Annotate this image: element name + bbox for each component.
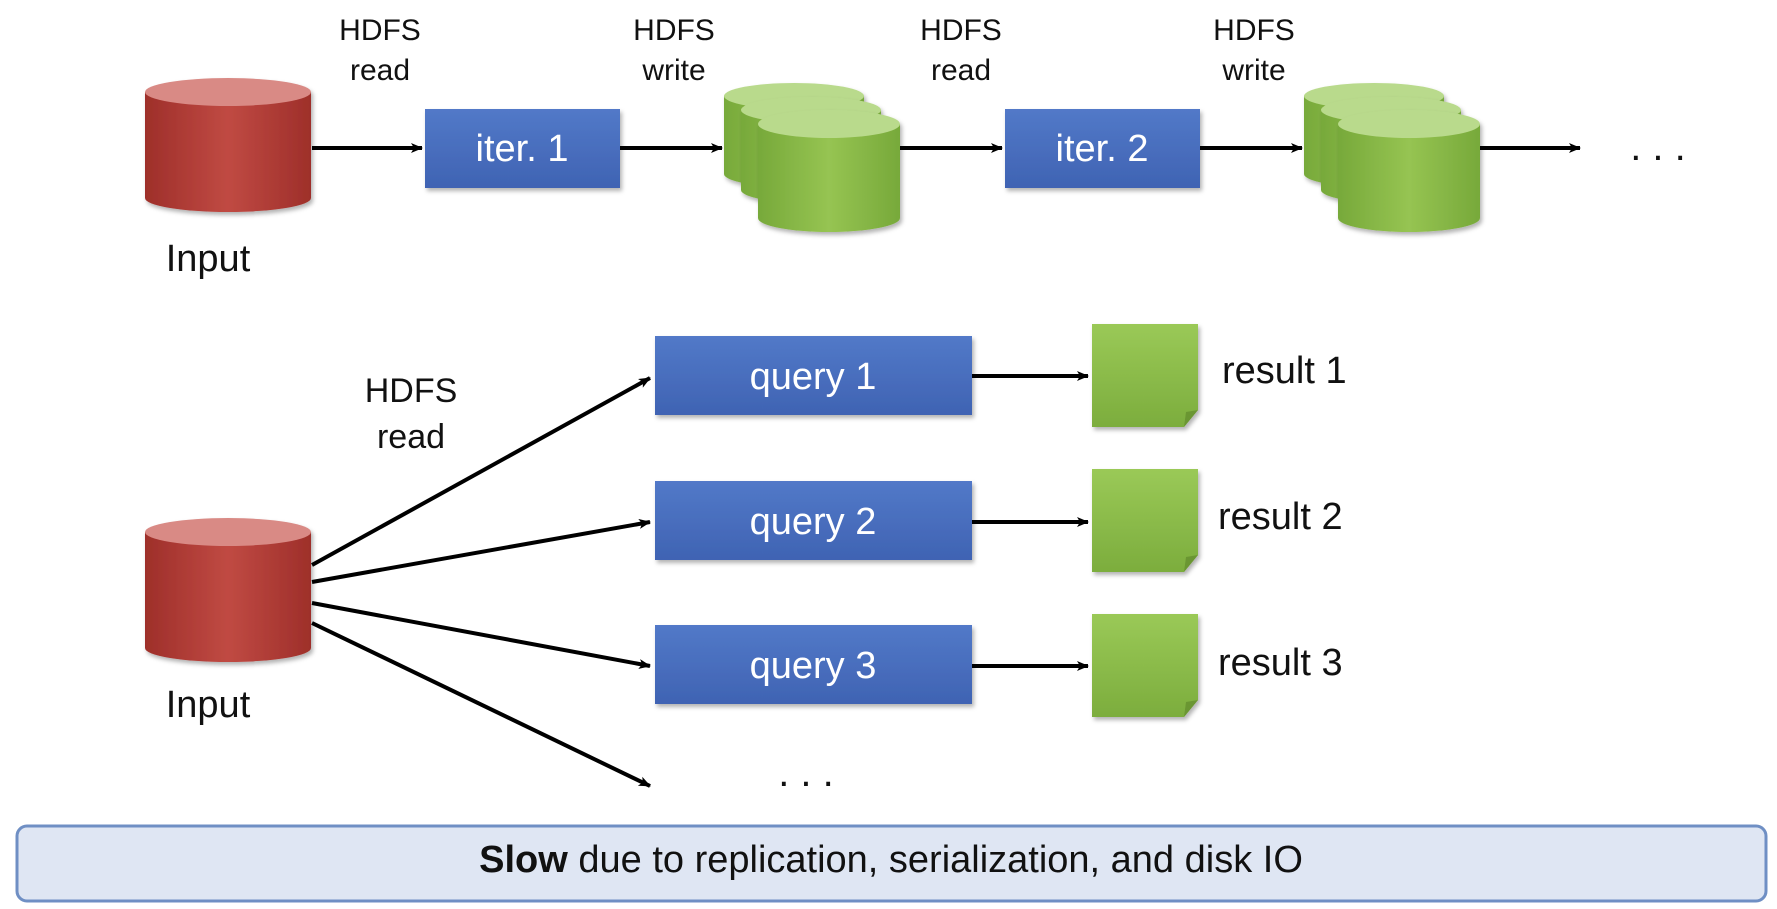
result-2-note-icon [1092, 469, 1198, 572]
query-1-label: query 1 [750, 356, 877, 398]
arrow-input-to-query3 [311, 601, 651, 669]
hdfs-write-label-1b: write [641, 54, 705, 87]
input-label-top: Input [166, 238, 251, 280]
query-3-box [655, 625, 972, 704]
query-3-label: query 3 [750, 645, 877, 687]
arrow-input-to-query2 [311, 518, 651, 584]
result-3-note-icon [1092, 614, 1198, 717]
query-2-label: query 2 [750, 501, 877, 543]
hdfs-read-label-1: HDFS [339, 14, 421, 47]
hdfs-read-label-2: HDFS [920, 14, 1002, 47]
hdfs-read-label-bottom: HDFS [365, 372, 458, 410]
summary-banner [15, 824, 1768, 903]
query-2-box [655, 481, 972, 560]
hdfs-read-label-2b: read [931, 54, 991, 87]
summary-bold: Slow [479, 839, 568, 881]
hdfs-read-label-1b: read [350, 54, 410, 87]
storage-stack-icon-1 [724, 83, 900, 232]
iter-2-label: iter. 2 [1056, 128, 1149, 170]
storage-stack-icon-2 [1304, 83, 1480, 232]
result-2-label: result 2 [1218, 496, 1343, 538]
summary-rest: due to replication, serialization, and d… [568, 839, 1303, 881]
input-label-bottom: Input [166, 684, 251, 726]
iter-2-box [1005, 109, 1200, 188]
ellipsis-top: . . . [1630, 125, 1686, 169]
input-database-icon-top [145, 78, 311, 212]
query-1-box [655, 336, 972, 415]
hdfs-write-label-2: HDFS [1213, 14, 1295, 47]
result-1-note-icon [1092, 324, 1198, 427]
result-3-label: result 3 [1218, 642, 1343, 684]
arrow-input-to-query1 [311, 376, 651, 567]
summary-banner-text: Slow due to replication, serialization, … [479, 839, 1303, 881]
hdfs-read-label-bottom-b: read [377, 418, 445, 456]
hdfs-write-label-2b: write [1221, 54, 1285, 87]
hdfs-write-label-1: HDFS [633, 14, 715, 47]
input-database-icon-bottom [145, 518, 311, 662]
result-1-label: result 1 [1222, 350, 1347, 392]
iter-1-label: iter. 1 [476, 128, 569, 170]
iter-1-box [425, 109, 620, 188]
ellipsis-bottom: . . . [778, 751, 834, 795]
arrow-input-to-more [311, 621, 651, 788]
